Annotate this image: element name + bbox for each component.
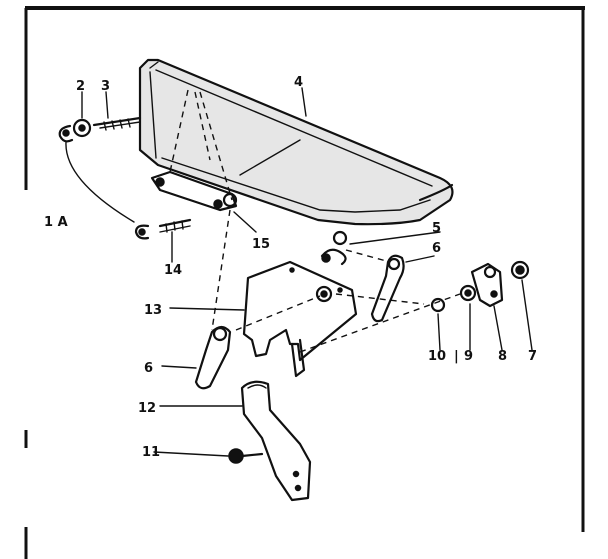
lever-part-6-right [370,254,405,323]
label-1a: 1 A [44,215,68,230]
label-6-left: 6 [144,361,153,376]
plate-part-13 [242,260,358,378]
clip-part-1a-upper [58,124,74,143]
label-11: 11 [142,445,160,460]
leader-lines [65,87,533,457]
label-6-right: 6 [432,241,441,256]
page-frame [24,6,585,559]
washer-part-9 [459,284,477,302]
label-12: 12 [138,401,156,416]
screw-part-11 [228,448,264,464]
label-10: 10 [428,349,446,364]
label-2: 2 [76,79,85,94]
label-13: 13 [144,303,162,318]
label-9: 9 [464,349,473,364]
screw-part-14 [158,218,192,233]
screw-part-3 [92,116,142,131]
label-8: 8 [498,349,507,364]
label-5: 5 [432,221,441,236]
label-7: 7 [528,349,537,364]
rail-mount-bracket [150,170,238,212]
label-separator: | [454,349,459,364]
front-rail-part [138,58,454,226]
label-4: 4 [294,75,303,90]
label-14: 14 [164,263,182,278]
lever-part-6-left [194,325,232,390]
nut-part-7 [510,260,530,280]
pin-part-5 [320,230,348,266]
label-3: 3 [101,79,110,94]
label-15: 15 [252,237,270,252]
knob-part-8 [470,262,504,308]
part-labels: 2 3 4 1 A 15 14 5 6 13 6 10 | 9 8 7 12 1… [44,75,537,460]
washer-part-2 [72,118,92,138]
clip-part-1a-lower [134,224,150,240]
washer-part-10 [430,297,446,313]
bracket-arm-part-12 [240,380,312,502]
